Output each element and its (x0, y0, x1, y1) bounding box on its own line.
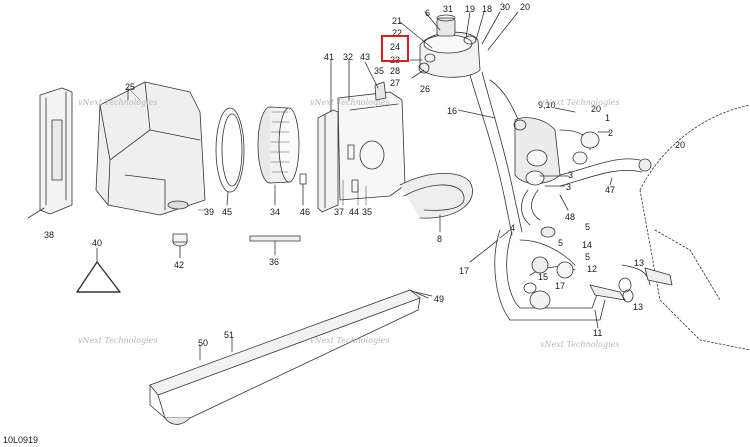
part-38-end-plate (27, 87, 73, 219)
callout-48: 48 (565, 212, 576, 222)
callout-20c: 20 (675, 140, 686, 150)
callout-28: 28 (390, 66, 401, 76)
callout-31: 31 (443, 4, 454, 14)
part-34-air-filter (257, 106, 300, 206)
watermark: vNext Technologies (78, 336, 158, 345)
callout-27: 27 (390, 78, 401, 88)
highlight-box (381, 35, 409, 62)
callout-43: 43 (360, 52, 371, 62)
callout-24: 24 (390, 42, 401, 52)
lower-coolant-pipes (469, 226, 673, 329)
main-airbox-body (337, 59, 406, 201)
callout-36: 36 (269, 257, 280, 267)
callout-18: 18 (482, 4, 493, 14)
thermostat-housing (513, 107, 611, 187)
part-40-triangle-belt (76, 247, 121, 293)
watermark: vNext Technologies (540, 98, 620, 107)
callout-21: 21 (392, 16, 403, 26)
callout-13b: 13 (633, 302, 644, 312)
watermark: vNext Technologies (540, 340, 620, 349)
part-41-airbox-cover (317, 59, 339, 213)
callout-19: 19 (465, 4, 476, 14)
callout-15: 15 (538, 272, 549, 282)
callout-39: 39 (204, 207, 215, 217)
part-48-hose (521, 189, 569, 226)
callout-3a: 3 (568, 170, 574, 180)
callout-8: 8 (437, 234, 443, 244)
callout-30: 30 (500, 2, 511, 12)
callout-6: 6 (425, 8, 431, 18)
callout-22: 22 (392, 28, 403, 38)
part-16-hose (457, 71, 523, 236)
part-47-hose (559, 158, 652, 187)
coolant-reservoir (399, 11, 519, 79)
callout-11: 11 (593, 328, 603, 338)
callout-16: 16 (447, 106, 458, 116)
callout-44: 44 (349, 207, 360, 217)
callout-4: 4 (510, 223, 516, 233)
vehicle-body-panel (639, 104, 750, 351)
callout-26: 26 (420, 84, 431, 94)
callout-42: 42 (174, 260, 185, 270)
watermark: vNext Technologies (78, 98, 158, 107)
callout-9-10: 9,10 (538, 100, 556, 110)
callout-34: 34 (270, 207, 281, 217)
callout-5b: 5 (558, 238, 564, 248)
callout-5c: 5 (585, 252, 591, 262)
callout-1: 1 (605, 113, 611, 123)
callout-2: 2 (608, 128, 614, 138)
callout-17b: 17 (555, 281, 566, 291)
callout-20: 20 (520, 2, 531, 12)
callout-32: 32 (343, 52, 354, 62)
callout-12: 12 (587, 264, 598, 274)
part-45-ring-seal (215, 107, 245, 206)
callout-40: 40 (92, 238, 103, 248)
part-8-hose (399, 172, 473, 233)
callout-3b: 3 (566, 182, 572, 192)
callout-47: 47 (605, 185, 616, 195)
callout-25: 25 (125, 82, 136, 92)
diagram-code: 10L0919 (3, 435, 39, 445)
callout-17a: 17 (459, 266, 470, 276)
callout-13a: 13 (634, 258, 645, 268)
callout-14: 14 (582, 240, 593, 250)
callout-41: 41 (324, 52, 335, 62)
watermark: vNext Technologies (310, 98, 390, 107)
callout-46: 46 (300, 207, 311, 217)
part-36-rod (249, 235, 301, 256)
callout-51: 51 (224, 330, 235, 340)
callout-35: 35 (374, 66, 385, 76)
watermark: vNext Technologies (310, 336, 390, 345)
part-42-bushing (172, 233, 188, 259)
callout-49: 49 (434, 294, 445, 304)
callout-5a: 5 (585, 222, 591, 232)
callout-20b: 20 (591, 104, 602, 114)
part-25-airbox (95, 81, 206, 216)
part-49-long-duct (149, 289, 433, 425)
callout-35b: 35 (362, 207, 373, 217)
callout-50: 50 (198, 338, 209, 348)
callout-37: 37 (334, 207, 345, 217)
callout-38: 38 (44, 230, 55, 240)
part-46-bolt (299, 173, 307, 206)
callout-45: 45 (222, 207, 233, 217)
